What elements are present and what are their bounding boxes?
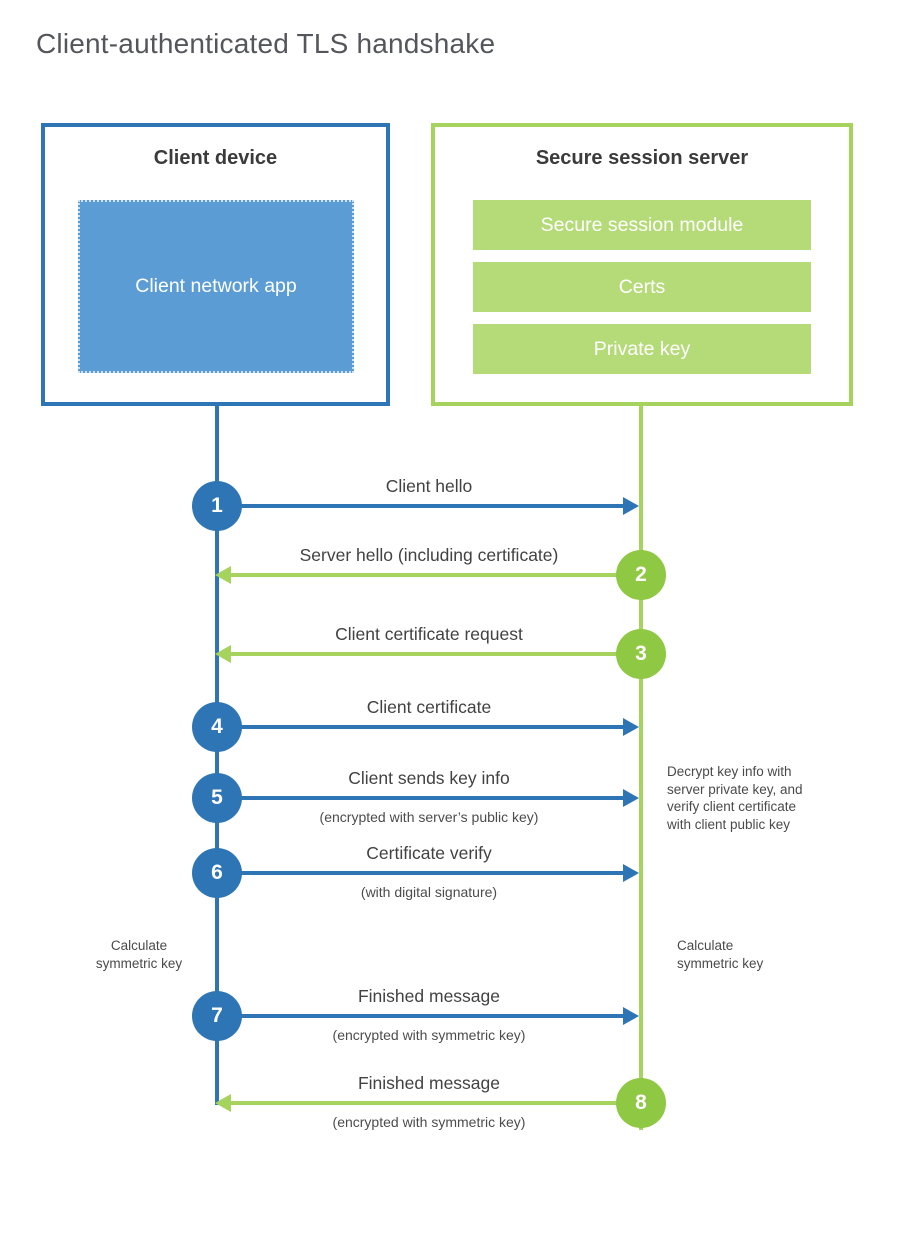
message-1-step-circle: 1 bbox=[192, 481, 242, 531]
message-8-sublabel: (encrypted with symmetric key) bbox=[332, 1114, 526, 1130]
message-5-sublabel: (encrypted with server’s public key) bbox=[319, 809, 539, 825]
client-network-app-label: Client network app bbox=[135, 275, 297, 297]
message-6-step-circle: 6 bbox=[192, 848, 242, 898]
message-3-step-circle: 3 bbox=[616, 629, 666, 679]
calculate-symmetric-key-note-client: Calculate symmetric key bbox=[95, 938, 183, 971]
client-lifeline bbox=[215, 406, 219, 1105]
message-5-arrowhead-right bbox=[623, 789, 639, 807]
message-4-step-circle: 4 bbox=[192, 702, 242, 752]
message-6-label: Certificate verify bbox=[366, 843, 492, 863]
server-private-key-bar: Private key bbox=[473, 324, 811, 374]
client-network-app-box: Client network app bbox=[78, 200, 354, 373]
server-module-bar: Secure session module bbox=[473, 200, 811, 250]
message-4-arrowhead-right bbox=[623, 718, 639, 736]
message-3-label: Client certificate request bbox=[335, 624, 523, 644]
message-2-arrow-line bbox=[231, 573, 641, 577]
message-2-step-circle: 2 bbox=[616, 550, 666, 600]
secure-session-server-box: Secure session server Secure session mod… bbox=[431, 123, 853, 406]
message-7-label: Finished message bbox=[357, 986, 501, 1006]
message-7-arrowhead-right bbox=[623, 1007, 639, 1025]
message-4-arrow-line bbox=[219, 725, 625, 729]
message-2-label: Server hello (including certificate) bbox=[299, 545, 559, 565]
message-7-arrow-line bbox=[219, 1014, 625, 1018]
message-3-arrowhead-left bbox=[215, 645, 231, 663]
message-2-arrowhead-left bbox=[215, 566, 231, 584]
message-8-label: Finished message bbox=[357, 1073, 501, 1093]
calculate-symmetric-key-note-server: Calculate symmetric key bbox=[677, 938, 764, 971]
message-8-step-circle: 8 bbox=[616, 1078, 666, 1128]
decrypt-key-note: Decrypt key info with server private key… bbox=[667, 764, 803, 832]
message-8-arrowhead-left bbox=[215, 1094, 231, 1112]
server-certs-bar: Certs bbox=[473, 262, 811, 312]
message-1-arrowhead-right bbox=[623, 497, 639, 515]
message-5-arrow-line bbox=[219, 796, 625, 800]
client-device-box: Client device Client network app bbox=[41, 123, 390, 406]
message-4-label: Client certificate bbox=[366, 697, 492, 717]
message-8-arrow-line bbox=[231, 1101, 641, 1105]
secure-session-server-title: Secure session server bbox=[535, 147, 749, 169]
server-lifeline bbox=[639, 406, 643, 1130]
client-device-title: Client device bbox=[153, 147, 278, 169]
message-7-sublabel: (encrypted with symmetric key) bbox=[332, 1027, 526, 1043]
message-1-arrow-line bbox=[219, 504, 625, 508]
message-6-arrowhead-right bbox=[623, 864, 639, 882]
message-5-step-circle: 5 bbox=[192, 773, 242, 823]
message-6-sublabel: (with digital signature) bbox=[360, 884, 498, 900]
message-6-arrow-line bbox=[219, 871, 625, 875]
message-3-arrow-line bbox=[231, 652, 641, 656]
message-1-label: Client hello bbox=[385, 476, 473, 496]
message-7-step-circle: 7 bbox=[192, 991, 242, 1041]
page-title: Client-authenticated TLS handshake bbox=[36, 28, 496, 59]
message-5-label: Client sends key info bbox=[348, 768, 510, 788]
